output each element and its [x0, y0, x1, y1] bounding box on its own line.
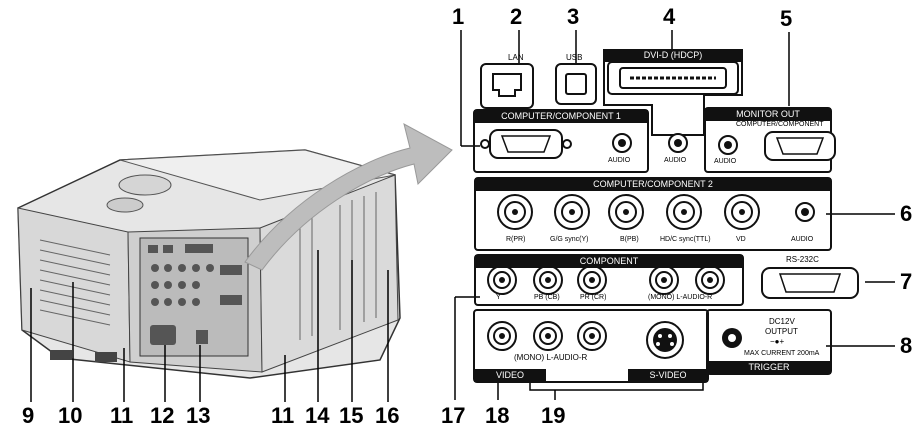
- bnc-jack-pin: [681, 209, 687, 215]
- rca-jack-pin: [545, 277, 551, 283]
- comp2-audio-label: AUDIO: [791, 236, 814, 243]
- bnc-jack-pin: [569, 209, 575, 215]
- comp2-bnc-jacks: [497, 194, 760, 230]
- component-jack-label: Y: [496, 294, 501, 301]
- video-rca-jacks: [487, 321, 607, 351]
- video-audio-label: (MONO) L-AUDIO-R: [514, 353, 588, 362]
- callout-number: 1: [452, 4, 465, 29]
- lan-port: [480, 63, 534, 109]
- usb-label: USB: [566, 53, 583, 62]
- component-audio-label: (MONO) L-AUDIO-R: [648, 294, 713, 301]
- callout-number: 2: [510, 4, 523, 29]
- dc-polarity-label: −●+: [770, 337, 785, 346]
- monitor-out-vga: [764, 131, 836, 161]
- callout-number: 18: [485, 403, 510, 428]
- zoom-arrow: [244, 123, 453, 271]
- comp2-jack-label: B(PB): [620, 236, 639, 243]
- leader-lines: [30, 30, 895, 402]
- callout-number: 6: [900, 201, 913, 226]
- bnc-jack-pin: [512, 209, 518, 215]
- dvi-audio-label: AUDIO: [664, 157, 687, 164]
- comp2-jack-label: G/G sync(Y): [550, 236, 589, 243]
- callout-number: 19: [541, 403, 566, 428]
- dc-current-label: MAX CURRENT 200mA: [744, 350, 820, 357]
- monitor-out-label: MONITOR OUT: [705, 108, 831, 121]
- component-jack-label: PB (CB): [534, 294, 560, 301]
- bnc-jack-pin: [623, 209, 629, 215]
- bnc-jack-pin: [739, 209, 745, 215]
- trigger-label: TRIGGER: [707, 361, 831, 374]
- usb-port: [555, 63, 597, 105]
- rca-jack-pin: [499, 277, 505, 283]
- comp1-label: COMPUTER/COMPONENT 1: [474, 110, 648, 123]
- monitor-out-sub-label: COMPUTER/COMPONENT: [736, 121, 824, 128]
- callout-number: 12: [150, 403, 175, 428]
- rs232c-label: RS-232C: [786, 255, 819, 264]
- callout-number: 7: [900, 269, 913, 294]
- svideo-port: [646, 321, 684, 359]
- rca-jack-pin: [589, 333, 595, 339]
- rca-jack-pin: [499, 333, 505, 339]
- comp1-vga: [480, 129, 572, 159]
- video-label: VIDEO: [474, 369, 546, 382]
- rca-jack-pin: [589, 277, 595, 283]
- dc-label: DC12V: [769, 317, 795, 326]
- callout-number: 17: [441, 403, 466, 428]
- callout-number: 8: [900, 333, 913, 358]
- lan-label: LAN: [508, 53, 524, 62]
- callout-number: 15: [339, 403, 364, 428]
- callout-number: 9: [22, 403, 35, 428]
- comp1-audio-label: AUDIO: [608, 157, 631, 164]
- callout-number: 13: [186, 403, 211, 428]
- callout-number: 16: [375, 403, 400, 428]
- rca-jack-pin: [545, 333, 551, 339]
- trigger-frame: [706, 309, 832, 375]
- callout-number: 11: [110, 403, 134, 428]
- component-label: COMPONENT: [475, 255, 743, 268]
- comp2-jack-label: HD/C sync(TTL): [660, 236, 711, 243]
- rs232c-port: [761, 267, 859, 299]
- rca-jack-pin: [707, 277, 713, 283]
- dc-output-label: OUTPUT: [765, 327, 798, 336]
- rca-jack-pin: [661, 277, 667, 283]
- comp2-jack-label: VD: [736, 236, 746, 243]
- callout-number: 3: [567, 4, 580, 29]
- comp2-label: COMPUTER/COMPONENT 2: [475, 178, 831, 191]
- svideo-label: S-VIDEO: [628, 369, 708, 382]
- callout-number: 14: [305, 403, 330, 428]
- callout-number: 4: [663, 4, 676, 29]
- callout-number: 5: [780, 6, 793, 31]
- monitor-audio-label: AUDIO: [714, 158, 737, 165]
- dvi-label: DVI-D (HDCP): [604, 49, 742, 62]
- comp2-jack-label: R(PR): [506, 236, 526, 243]
- component-jack-label: PR (CR): [580, 294, 607, 301]
- callout-number: 10: [58, 403, 83, 428]
- callout-number: 11: [271, 403, 295, 428]
- component-rca-jacks: [487, 265, 725, 295]
